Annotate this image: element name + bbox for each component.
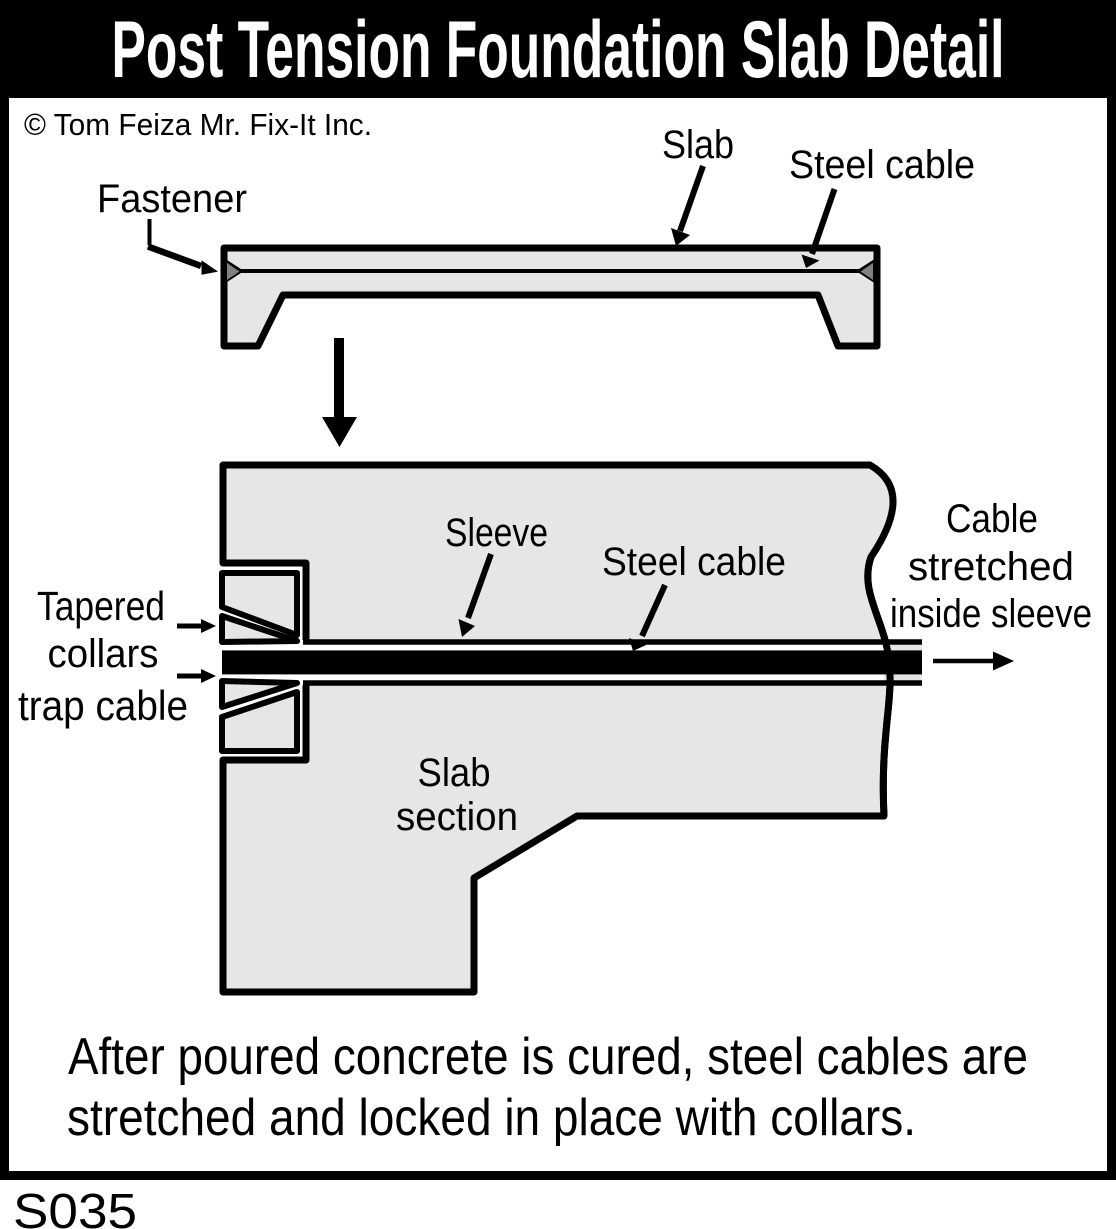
svg-text:Post Tension Foundation Slab D: Post Tension Foundation Slab Detail — [112, 5, 1005, 95]
svg-text:stretched and locked in place: stretched and locked in place with colla… — [67, 1089, 916, 1147]
svg-text:trap cable: trap cable — [18, 682, 188, 729]
svg-text:inside sleeve: inside sleeve — [890, 592, 1092, 636]
svg-text:collars: collars — [48, 632, 159, 676]
svg-text:© Tom Feiza Mr. Fix-It Inc.: © Tom Feiza Mr. Fix-It Inc. — [24, 107, 372, 142]
svg-text:section: section — [396, 795, 518, 839]
svg-text:S035: S035 — [13, 1185, 137, 1229]
svg-text:Cable: Cable — [946, 497, 1038, 541]
svg-text:Tapered: Tapered — [37, 583, 165, 629]
svg-text:stretched: stretched — [908, 545, 1074, 589]
svg-text:Fastener: Fastener — [97, 177, 247, 221]
svg-text:Sleeve: Sleeve — [445, 511, 548, 555]
svg-text:Slab: Slab — [418, 751, 491, 795]
svg-text:Steel cable: Steel cable — [602, 540, 786, 584]
svg-text:Slab: Slab — [662, 123, 734, 167]
svg-text:After poured concrete is cured: After poured concrete is cured, steel ca… — [68, 1028, 1028, 1086]
svg-text:Steel cable: Steel cable — [789, 143, 975, 187]
